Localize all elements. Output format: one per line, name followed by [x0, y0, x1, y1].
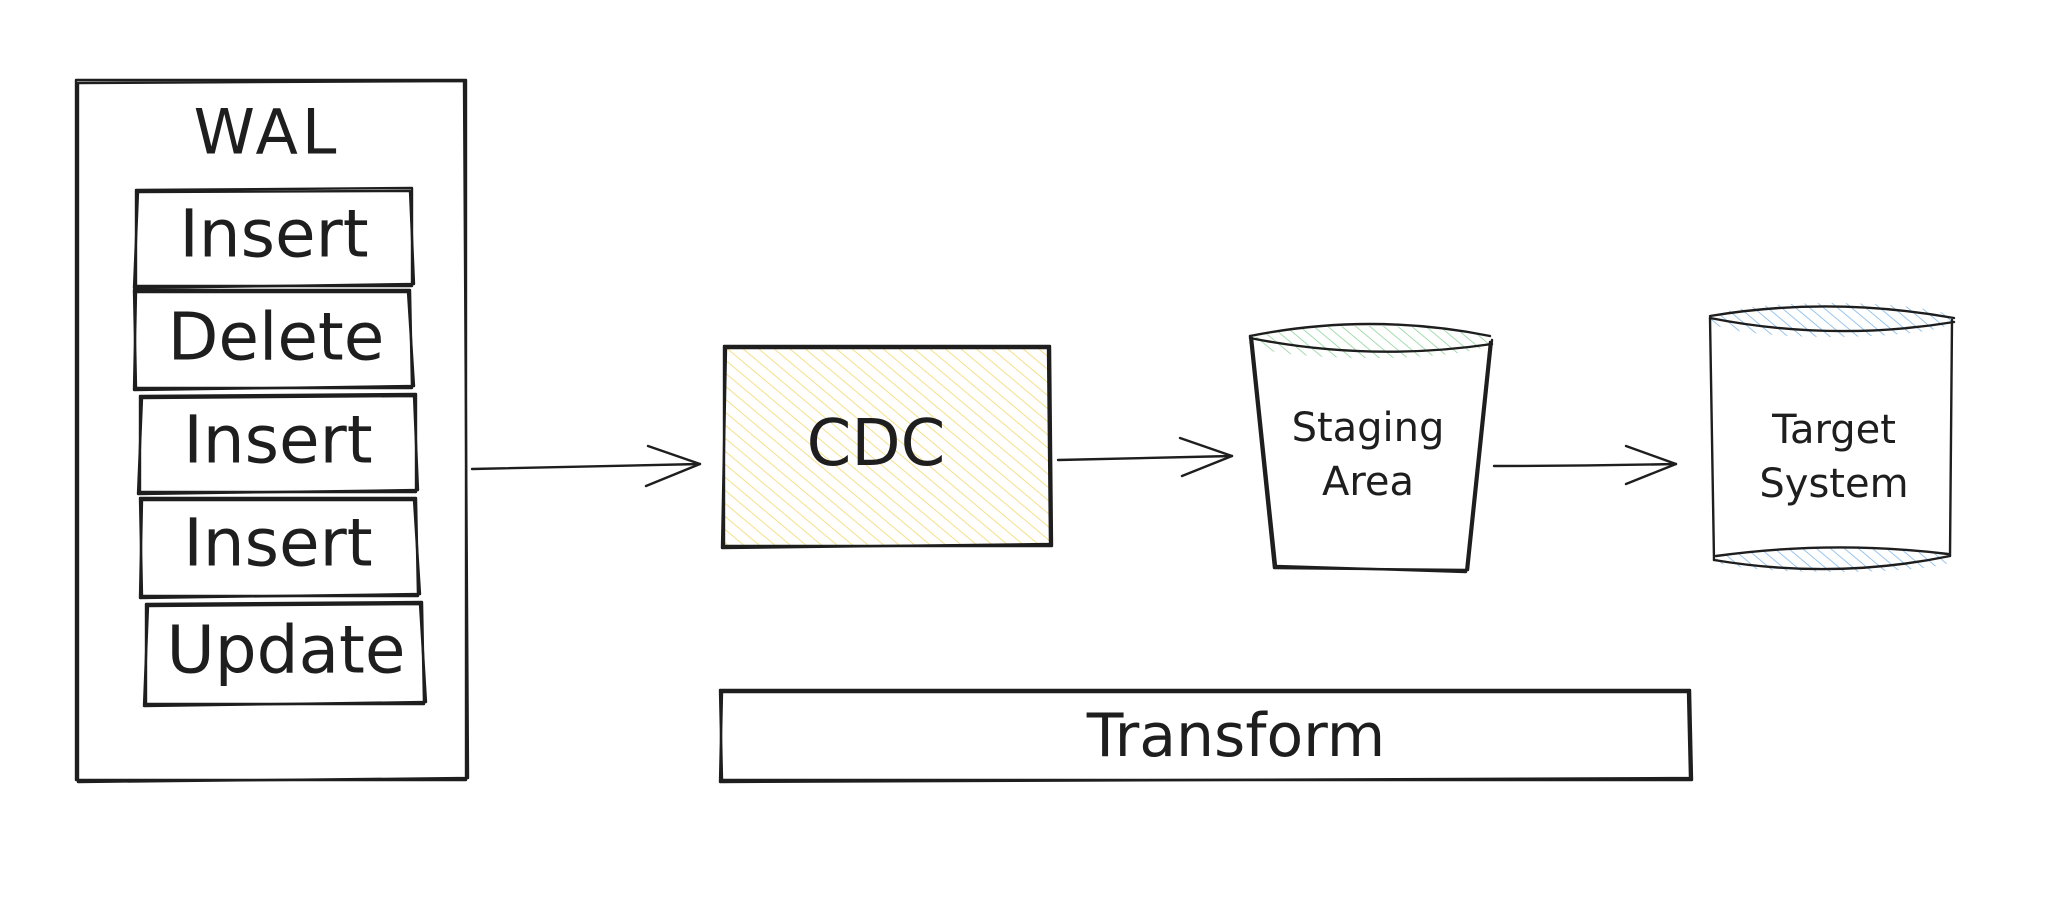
staging-label-line2: Area: [1322, 459, 1414, 505]
wal-entry-label: Update: [166, 612, 405, 689]
wal-entry-insert-2: Insert: [136, 392, 420, 496]
transform-bar: Transform: [718, 688, 1694, 784]
wal-entry-label: Insert: [183, 402, 372, 479]
wal-entry-insert-1: Insert: [132, 186, 416, 290]
staging-label-line1: Staging: [1292, 405, 1445, 451]
target-label-line2: System: [1759, 461, 1908, 507]
cdc-box: CDC: [720, 344, 1054, 550]
wal-entry-delete: Delete: [132, 288, 416, 392]
wal-entry-insert-3: Insert: [138, 496, 422, 600]
wal-entry-update: Update: [142, 600, 428, 708]
wal-entry-label: Insert: [179, 196, 368, 273]
wal-entry-label: Insert: [183, 505, 372, 582]
staging-area-store: Staging Area: [1248, 322, 1494, 574]
cdc-label: CDC: [807, 407, 946, 481]
target-system-store: Target System: [1708, 303, 1956, 572]
transform-label: Transform: [1086, 701, 1385, 771]
wal-title: WAL: [194, 96, 341, 169]
arrow-wal-to-cdc: [470, 444, 702, 488]
wal-panel: WAL Insert Delete Insert Insert Update: [74, 78, 470, 784]
wal-entry-label: Delete: [168, 299, 385, 376]
arrow-cdc-to-staging: [1056, 436, 1234, 478]
target-label-line1: Target: [1771, 407, 1896, 453]
arrow-staging-to-target: [1492, 444, 1678, 486]
